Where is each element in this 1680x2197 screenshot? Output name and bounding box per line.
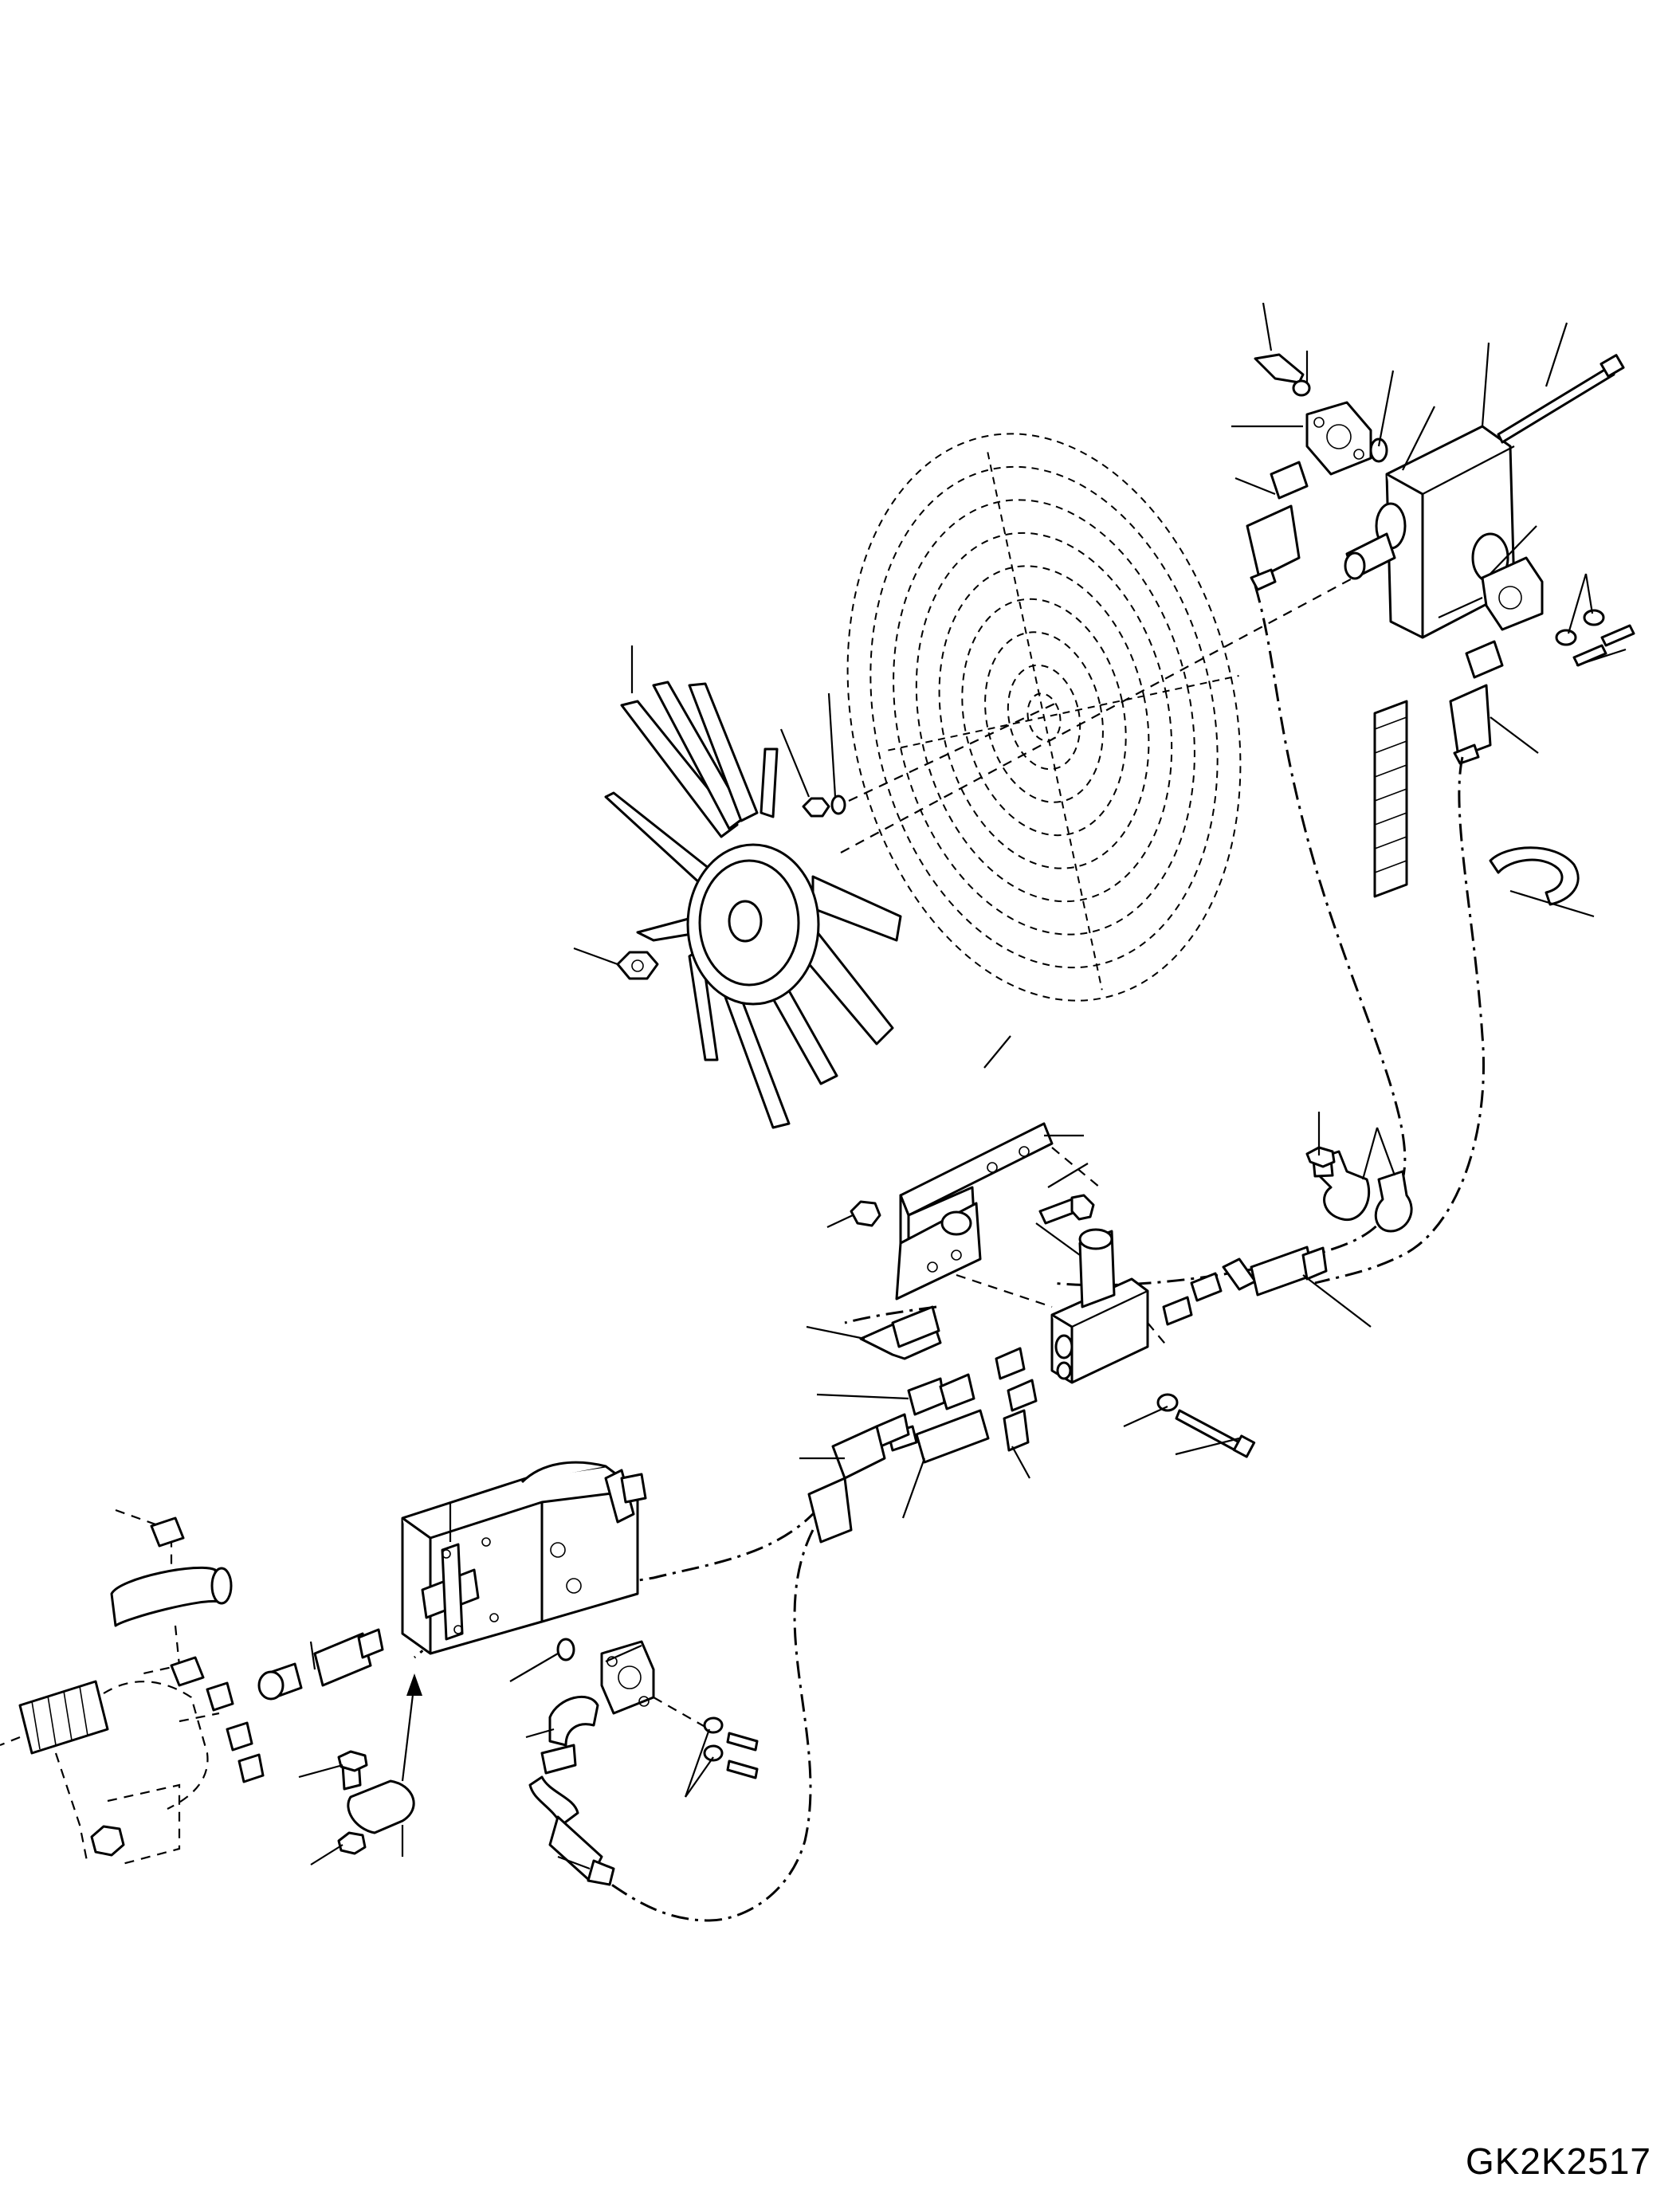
valve-fittings <box>807 1246 1328 1544</box>
hose-valve-side <box>844 1305 937 1324</box>
hydraulic-motor <box>401 1461 647 1655</box>
motor-elbow-fitting <box>528 1695 615 1886</box>
pump-washers-bolts <box>1555 609 1635 667</box>
clamp-bolt <box>1305 1146 1336 1178</box>
pump-hose-fitting-2 <box>1449 640 1504 765</box>
hose-pump-to-valve-2 <box>1314 756 1486 1285</box>
hose-valve-to-motor <box>414 1481 838 1659</box>
pump-bolt-top <box>1254 353 1311 397</box>
valve-bolt <box>1156 1393 1256 1458</box>
drawing-code: GK2K2517 <box>1465 2140 1651 2182</box>
fan <box>604 681 902 1129</box>
callout-leaders <box>298 302 1627 1870</box>
pump-flange-lower <box>1481 556 1544 631</box>
motor-flange-washers-bolts <box>703 1716 759 1779</box>
bracket-nut <box>850 1200 881 1227</box>
motor-flange <box>600 1640 710 1730</box>
pump-long-bolt <box>1497 354 1625 444</box>
pump-flange-top <box>1305 401 1388 476</box>
hose-pump-to-valve-1 <box>1051 585 1407 1287</box>
mounting-bracket <box>895 1122 1101 1308</box>
pump-hose-fitting-1 <box>1246 461 1309 591</box>
valve-block <box>1050 1228 1168 1384</box>
engine-reference <box>0 1508 265 1866</box>
fan-nut <box>616 794 846 980</box>
motor-oring <box>556 1638 575 1661</box>
bracket-bolt <box>1038 1194 1095 1225</box>
motor-clamp <box>337 1673 422 1855</box>
hose-clamp-ring <box>1489 846 1580 906</box>
motor-inlet-fitting <box>257 1628 384 1701</box>
fan-guard <box>846 433 1242 1002</box>
hose-motor-return <box>605 1529 814 1922</box>
spiral-wrap <box>1373 700 1408 898</box>
